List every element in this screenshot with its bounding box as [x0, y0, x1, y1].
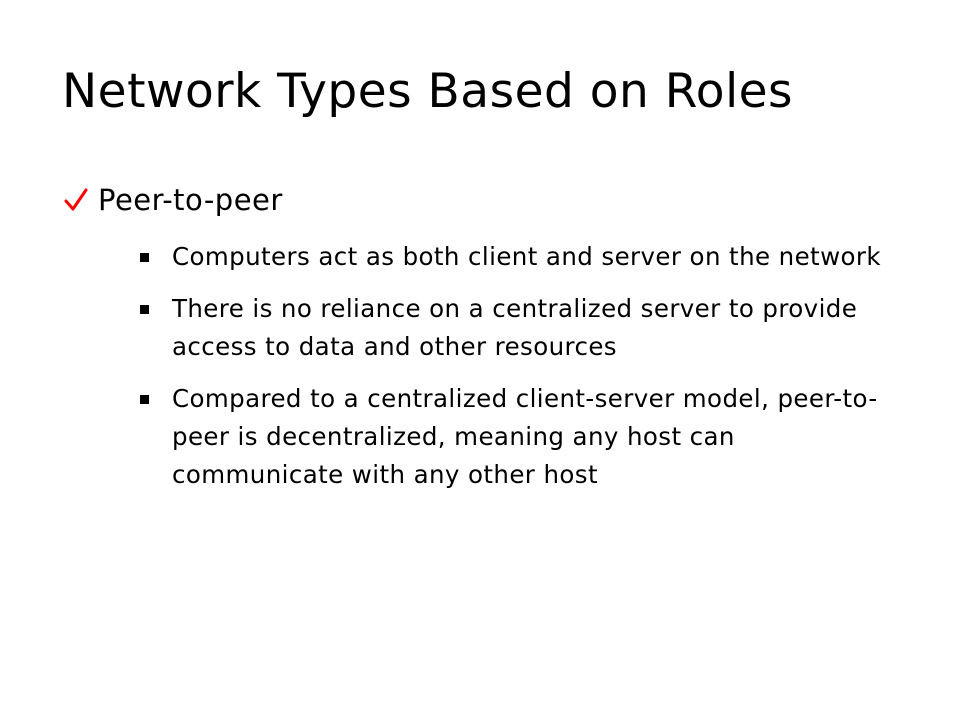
- bullet-list: Peer-to-peer Computers act as both clien…: [64, 176, 904, 508]
- square-bullet-icon: [140, 290, 172, 328]
- bullet-item-peer-to-peer: Peer-to-peer Computers act as both clien…: [64, 176, 904, 508]
- square-bullet-icon: [140, 238, 172, 276]
- sub-bullet-item: Compared to a centralized client-server …: [140, 380, 902, 494]
- square-bullet-icon: [140, 380, 172, 418]
- sub-bullet-text: Compared to a centralized client-server …: [172, 384, 878, 489]
- sub-bullet-list: Computers act as both client and server …: [98, 238, 902, 494]
- sub-bullet-item: There is no reliance on a centralized se…: [140, 290, 902, 366]
- bullet-text: Peer-to-peer: [98, 183, 283, 217]
- checkmark-icon: [64, 176, 98, 224]
- sub-bullet-text: There is no reliance on a centralized se…: [172, 294, 858, 361]
- slide-title: Network Types Based on Roles: [62, 64, 794, 119]
- sub-bullet-item: Computers act as both client and server …: [140, 238, 902, 276]
- sub-bullet-text: Computers act as both client and server …: [172, 242, 881, 271]
